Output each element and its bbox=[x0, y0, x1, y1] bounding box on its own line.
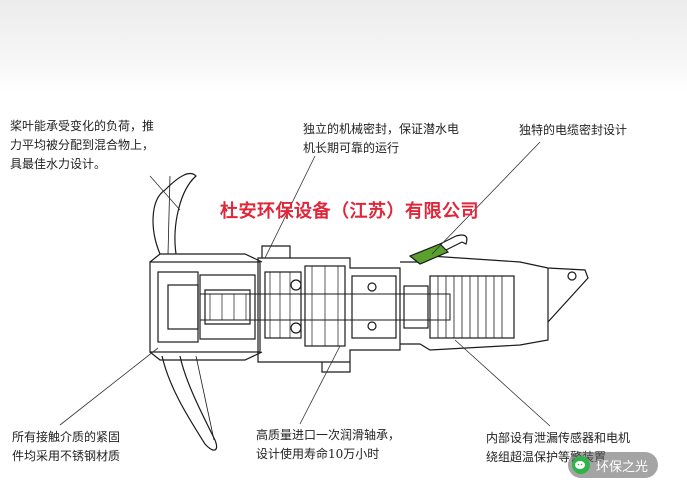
callout-mechanical-seal: 独立的机械密封，保证潜水电 机长期可靠的运行 bbox=[303, 122, 460, 155]
callout-blade: 桨叶能承受变化的负荷，推 力平均被分配到混合物上， 具最佳水力设计。 bbox=[10, 119, 155, 171]
callout-bearing: 高质量进口一次润滑轴承， 设计使用寿命10万小时 bbox=[256, 428, 401, 461]
blade-upper bbox=[152, 172, 197, 255]
blade-lower bbox=[161, 355, 218, 451]
cable-gland bbox=[408, 243, 450, 265]
top-band bbox=[0, 0, 687, 92]
callout-cable-seal: 独特的电缆密封设计 bbox=[519, 123, 628, 137]
gearbox-housing bbox=[257, 257, 401, 363]
callout-stainless-fasteners: 所有接触介质的紧固 件均采用不锈钢材质 bbox=[12, 430, 121, 463]
wechat-logo-icon bbox=[572, 456, 590, 474]
watermark-badge: 环保之光 bbox=[568, 452, 659, 478]
stator bbox=[429, 275, 515, 339]
watermark-text: 环保之光 bbox=[596, 459, 649, 475]
hub-housing bbox=[149, 261, 261, 353]
brand-text: 杜安环保设备（江苏）有限公司 bbox=[220, 201, 479, 222]
